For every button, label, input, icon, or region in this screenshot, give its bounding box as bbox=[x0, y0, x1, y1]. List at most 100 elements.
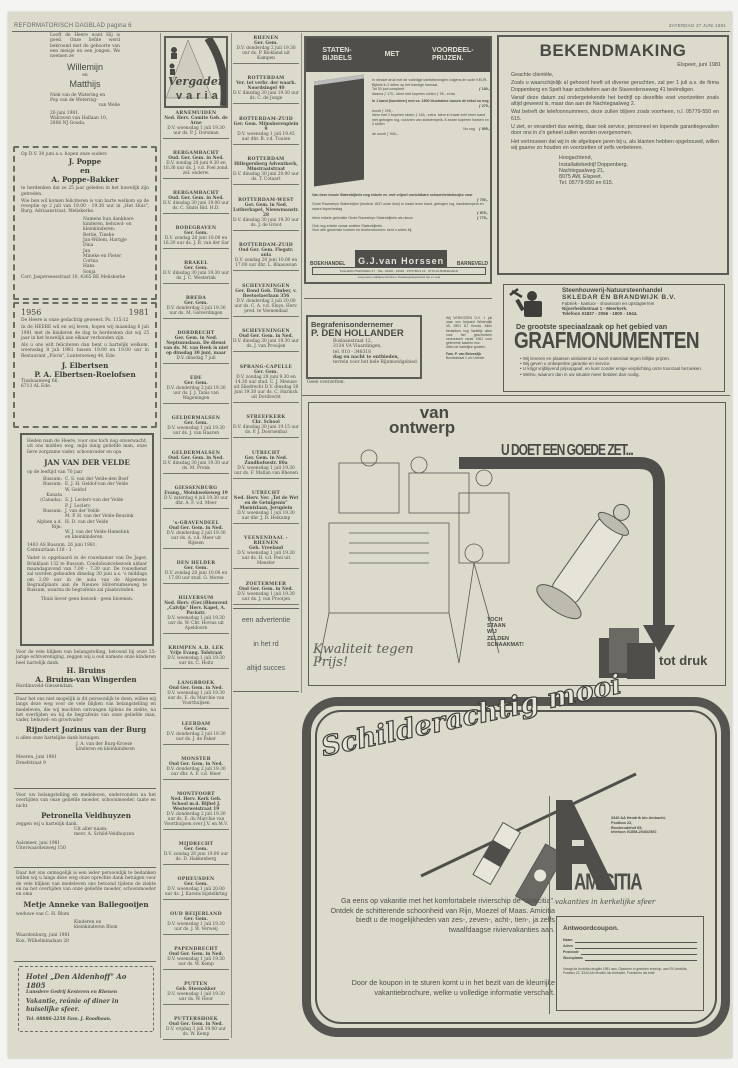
meeting-place: UTRECHT bbox=[251, 490, 281, 496]
name: Petronella Veldhuyzen bbox=[41, 810, 131, 820]
meeting-church: Ger. Gem. bbox=[184, 566, 208, 572]
family-row: Bussum:E. J. H. Geldof-van der Velde bbox=[27, 482, 147, 487]
ad-name: P. DEN HOLLANDER bbox=[311, 328, 404, 339]
benefit-item: • Welnu, waarom dan in uw situatie meer … bbox=[520, 371, 640, 377]
rd-ad-line: een advertentie bbox=[241, 617, 291, 624]
label: Tot 30 juni compleet bbox=[372, 87, 404, 92]
address-line: Broderodehof 65, bbox=[611, 825, 643, 830]
meeting-church: Oud. Ger. Gem. in Ned. bbox=[168, 456, 224, 462]
name: A. Poppe-Bakker bbox=[51, 175, 119, 185]
headline: GRAFMONUMENTEN bbox=[514, 328, 700, 354]
meeting-place: EDE bbox=[190, 376, 202, 382]
meeting-place: GIESSENBURG bbox=[174, 486, 218, 492]
meeting-details: D.V. woensdag 1 juli 19.30 uur dhr. J. D… bbox=[237, 510, 295, 521]
footer: Geen overzetten. bbox=[307, 380, 346, 385]
address: Walraven van Hallaan 10, bbox=[50, 115, 108, 121]
family-name: P. J. Leclerc bbox=[65, 503, 91, 509]
banner-text: MET bbox=[384, 51, 400, 58]
ad-body-text: Door de koupon in te sturen komt u in he… bbox=[351, 978, 555, 997]
meeting-place: BERGAMBACHT bbox=[173, 151, 219, 157]
text: In de HEERE wil en wij leven, hopen wij … bbox=[21, 325, 149, 341]
family-row: W. Geldof bbox=[27, 488, 147, 493]
meeting-church: Oud Ger. Gem. Flegstr. aula bbox=[238, 248, 294, 259]
price: ƒ 875,- bbox=[476, 211, 488, 216]
signature-line: Tel. 05779-550 en 615. bbox=[559, 180, 614, 187]
meeting-details: D.V. woensdag 1 juli 19.30 uur ds. E. du… bbox=[167, 691, 225, 707]
coupon-field[interactable]: Adres bbox=[563, 943, 697, 949]
meeting-place: VEENENDAAL - RHENEN bbox=[244, 536, 288, 547]
signatory: kinderen en kleinkinderen bbox=[76, 747, 135, 753]
name: Rijndert Jozinus van der Burg bbox=[25, 725, 147, 735]
text: Voor de vele blijken van belangstelling,… bbox=[16, 650, 156, 666]
coupon-field[interactable]: Woonplaats bbox=[563, 955, 697, 961]
meeting-church: Geb. Vreeland bbox=[248, 546, 283, 552]
chess-slogan-line: WIJ bbox=[487, 629, 497, 636]
meeting-details: D.V. donderdag 2 juli 19.30 uur ds. A. v… bbox=[166, 531, 226, 547]
amicitia-ad: Schilderachtig mooi Ga eens op vakantie … bbox=[302, 669, 730, 1037]
address: 2806 NJ Gouda. bbox=[50, 121, 86, 127]
tagline: De grootste speciaalzaak op het gebied v… bbox=[516, 322, 668, 331]
coupon-field-input[interactable] bbox=[574, 937, 697, 943]
meeting-church: Ned. Herv. Comite Geb. de Arne bbox=[164, 116, 228, 126]
coupon-field-input[interactable] bbox=[574, 943, 697, 949]
amicitia-logo-a bbox=[556, 800, 616, 890]
text: In 1 band (kunstleer) met ca. 1900 illus… bbox=[372, 99, 489, 104]
text: Voor uw belangstelling en medeleven, ond… bbox=[16, 793, 156, 809]
address-line: telefoon 01858-2046/2587. bbox=[611, 830, 658, 835]
meeting-details: D.V. zondag 28 juni 19.00 uur ds. D. Hak… bbox=[163, 851, 229, 862]
meeting-church: Ger. Gem. in Ned. Neptunuslaan. De diens… bbox=[163, 336, 229, 357]
paragraph: Wat betreft de telefoonnummers, deze zul… bbox=[511, 109, 719, 122]
hotel-sub: Lunsdere Gedrij Kesteren en Rhenen bbox=[26, 990, 118, 995]
meeting-details: D.V. woensdag 1 juli 19.30 uur ds. W. Ch… bbox=[167, 616, 225, 632]
thanks-notice-van-der-burg: Daar het ons niet mogelijk is dit persoo… bbox=[16, 697, 156, 766]
family-name: W. Geldof bbox=[65, 487, 87, 493]
text: zeggen wij u hartelijk dank. bbox=[16, 821, 78, 827]
shop-label: BOEKHANDEL bbox=[310, 261, 346, 267]
text: Idem met 2 koperen sloten ƒ 145,- extra.… bbox=[372, 113, 489, 127]
masthead-date: ZATERDAG 27 JUNI 1981 bbox=[668, 23, 726, 28]
family-name: H. D. van der Velde bbox=[65, 519, 109, 525]
divider bbox=[14, 788, 156, 789]
meeting-place: BRAKEL bbox=[184, 261, 208, 267]
meeting-place: UTRECHT bbox=[251, 450, 281, 456]
meeting-details: D.V. woensdag 1 juli 19.30 uur ds. P. J.… bbox=[167, 126, 225, 136]
column-rule bbox=[301, 33, 302, 693]
coupon-title: Antwoordcoupon. bbox=[563, 925, 619, 932]
family-name: S. J. Leclerc-van der Velde bbox=[65, 498, 124, 504]
meeting-church: Ger. Gem. bbox=[184, 881, 208, 887]
thanks-notice-bruins: Voor de vele blijken van belangstelling,… bbox=[16, 650, 156, 689]
meeting-church: Ger. Gem. in Ned. Zandhofsestr. 80a bbox=[244, 455, 288, 466]
coupon-field[interactable]: Naam bbox=[563, 937, 697, 943]
ad-body: Geachte clientèle, Zoals u waarschijnlij… bbox=[499, 68, 727, 187]
parents: Pop van de Wetering- bbox=[50, 98, 98, 104]
meeting-place: ROTTERDAM bbox=[247, 157, 285, 163]
child-name: Willemijn bbox=[67, 62, 103, 73]
address-line: 3340 AA Hendrik Ido Ambacht, bbox=[611, 816, 666, 820]
meeting-place: ROTTERDAM bbox=[247, 76, 285, 82]
meeting-details: D.V. woensdag 1 juli 19.45 uur dhr. B. v… bbox=[237, 131, 295, 142]
coupon-field-input[interactable] bbox=[584, 955, 697, 961]
price-list: In nieuwe druk met de volledige kantteke… bbox=[372, 78, 490, 136]
meeting-details: D.V. donderdag 2 juli 19.30 uur ds. J. d… bbox=[166, 731, 226, 742]
year-end: 1981 bbox=[128, 308, 149, 317]
signatories: Namens hun dankbare kinderen, behuwd- en… bbox=[83, 217, 149, 275]
header-rule bbox=[12, 31, 730, 32]
grafmonumenten-ad: Steenhouwerij-Natuursteenhandel SKLEDAR … bbox=[503, 284, 725, 392]
family-name: J. van der Velde bbox=[65, 508, 100, 514]
name: JAN VAN DER VELDE bbox=[44, 457, 130, 467]
meeting-place: DEN HELDER bbox=[176, 561, 216, 567]
signatory: Jan-Willem, Hartgje bbox=[83, 237, 127, 243]
coupon-field-input[interactable] bbox=[580, 949, 697, 955]
coupon-field[interactable]: Postcode bbox=[563, 949, 697, 955]
